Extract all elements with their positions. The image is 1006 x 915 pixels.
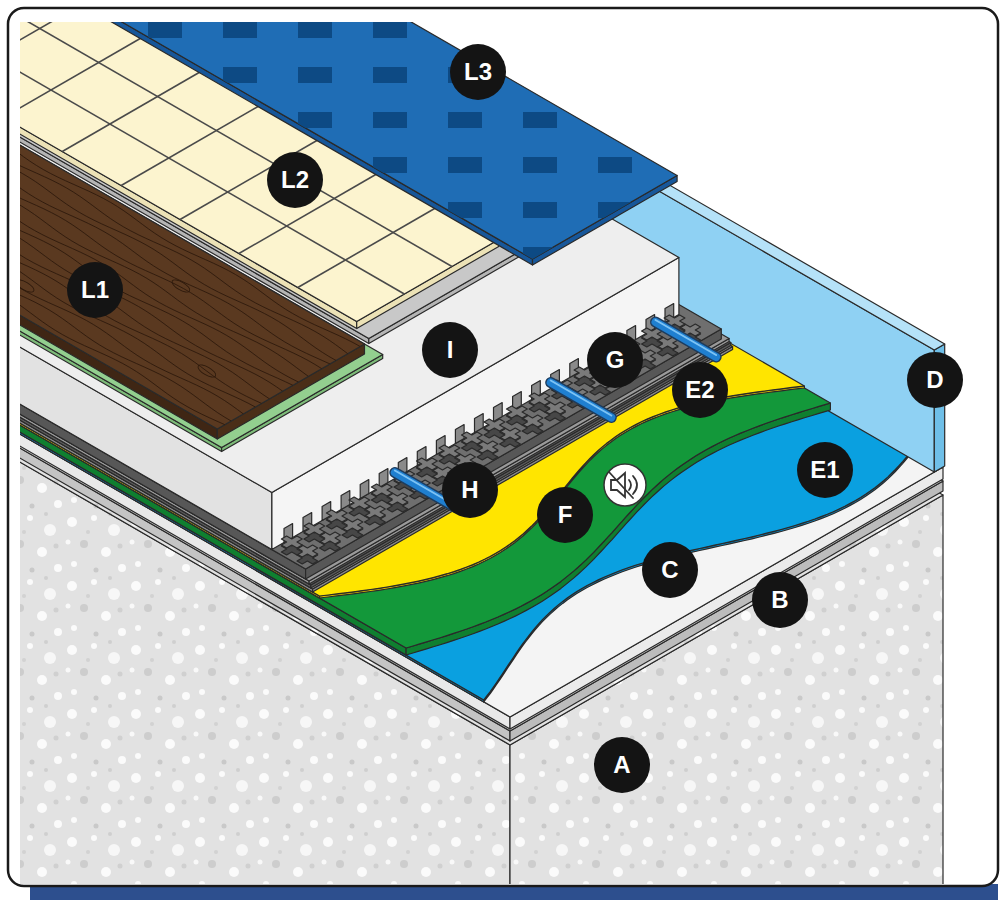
membrane-dimple xyxy=(523,112,557,128)
knob-top xyxy=(326,510,347,522)
dimple-membrane-top xyxy=(20,22,677,259)
knob-top xyxy=(417,458,438,470)
wood-knot xyxy=(170,278,191,295)
membrane-dimple xyxy=(373,157,407,173)
membrane-dimple xyxy=(823,202,857,218)
membrane-dimple xyxy=(748,247,782,263)
membrane-dimple xyxy=(598,67,632,83)
membrane-dimple xyxy=(748,157,782,173)
membrane-dimple xyxy=(448,22,482,38)
membrane-dimple xyxy=(523,22,557,38)
callout-letter: B xyxy=(752,572,808,628)
pipe-outline xyxy=(655,322,716,357)
tile-joint xyxy=(121,104,263,186)
sound-icon xyxy=(604,464,646,506)
knob-top xyxy=(507,406,528,418)
knob-top xyxy=(462,432,483,444)
membrane-dimple xyxy=(298,112,332,128)
callout-letter: E2 xyxy=(672,362,728,418)
membrane-dimple xyxy=(448,157,482,173)
sound-icon-ring xyxy=(604,464,646,506)
membrane-dimple xyxy=(598,157,632,173)
membrane-dimple xyxy=(298,22,332,38)
membrane-dimple xyxy=(523,202,557,218)
sound-wave xyxy=(633,476,637,494)
membrane-dimple xyxy=(823,247,857,263)
membrane-dimple xyxy=(673,157,707,173)
tile-joint xyxy=(298,206,440,288)
comb-gap xyxy=(360,480,369,499)
tile-joint xyxy=(20,36,145,118)
callout-letter: H xyxy=(442,462,498,518)
membrane-dimple xyxy=(223,67,257,83)
tile-joint xyxy=(20,22,87,84)
comb-gap xyxy=(475,414,484,433)
callout-letter: D xyxy=(907,352,963,408)
callout-letter: E1 xyxy=(797,442,853,498)
tile-joint xyxy=(62,70,204,152)
tile-joint xyxy=(20,22,28,50)
membrane-dimple xyxy=(523,67,557,83)
dimple-membrane xyxy=(20,22,677,265)
knob-top xyxy=(281,536,302,548)
wood-knot xyxy=(20,278,36,295)
callout-letter: G xyxy=(587,332,643,388)
callout-letter: F xyxy=(537,487,593,543)
pipe-highlight xyxy=(655,320,716,355)
callout-letter: L3 xyxy=(450,44,506,100)
mute-slash xyxy=(609,472,633,498)
knob-top xyxy=(439,445,460,457)
membrane-dimple xyxy=(523,157,557,173)
membrane-dimple xyxy=(898,247,932,263)
tile-joint xyxy=(180,138,322,220)
membrane-dimple xyxy=(223,22,257,38)
sound-wave xyxy=(629,480,631,490)
knob-top xyxy=(304,523,325,535)
membrane-dimple xyxy=(523,247,557,263)
membrane-dimple xyxy=(598,202,632,218)
membrane-dimple xyxy=(448,112,482,128)
membrane-dimple xyxy=(148,22,182,38)
callout-letter: C xyxy=(642,542,698,598)
membrane-dimple xyxy=(298,67,332,83)
membrane-dimple xyxy=(673,247,707,263)
callout-letter: I xyxy=(422,322,478,378)
membrane-dimple xyxy=(373,112,407,128)
membrane-dimple xyxy=(598,247,632,263)
knob-top xyxy=(484,419,505,431)
membrane-dimple xyxy=(448,202,482,218)
comb-gap xyxy=(494,403,503,422)
pipe-outline xyxy=(551,383,612,418)
membrane-dimple xyxy=(373,22,407,38)
membrane-dimple xyxy=(673,202,707,218)
frame-border xyxy=(8,8,998,886)
knob-top xyxy=(349,497,370,509)
membrane-dimple xyxy=(748,202,782,218)
pipe-highlight xyxy=(551,381,612,416)
membrane-dimple xyxy=(673,112,707,128)
knob-top xyxy=(529,393,550,405)
membrane-dimple xyxy=(373,67,407,83)
pipe xyxy=(551,383,612,418)
knob-top xyxy=(371,484,392,496)
membrane-dimples xyxy=(148,22,932,263)
callout-letter: L2 xyxy=(267,152,323,208)
layers xyxy=(20,22,945,884)
pipe xyxy=(655,322,716,357)
wood-knot xyxy=(196,363,217,380)
callout-letter: A xyxy=(594,737,650,793)
callout-letter: L1 xyxy=(67,262,123,318)
membrane-dimple xyxy=(598,112,632,128)
